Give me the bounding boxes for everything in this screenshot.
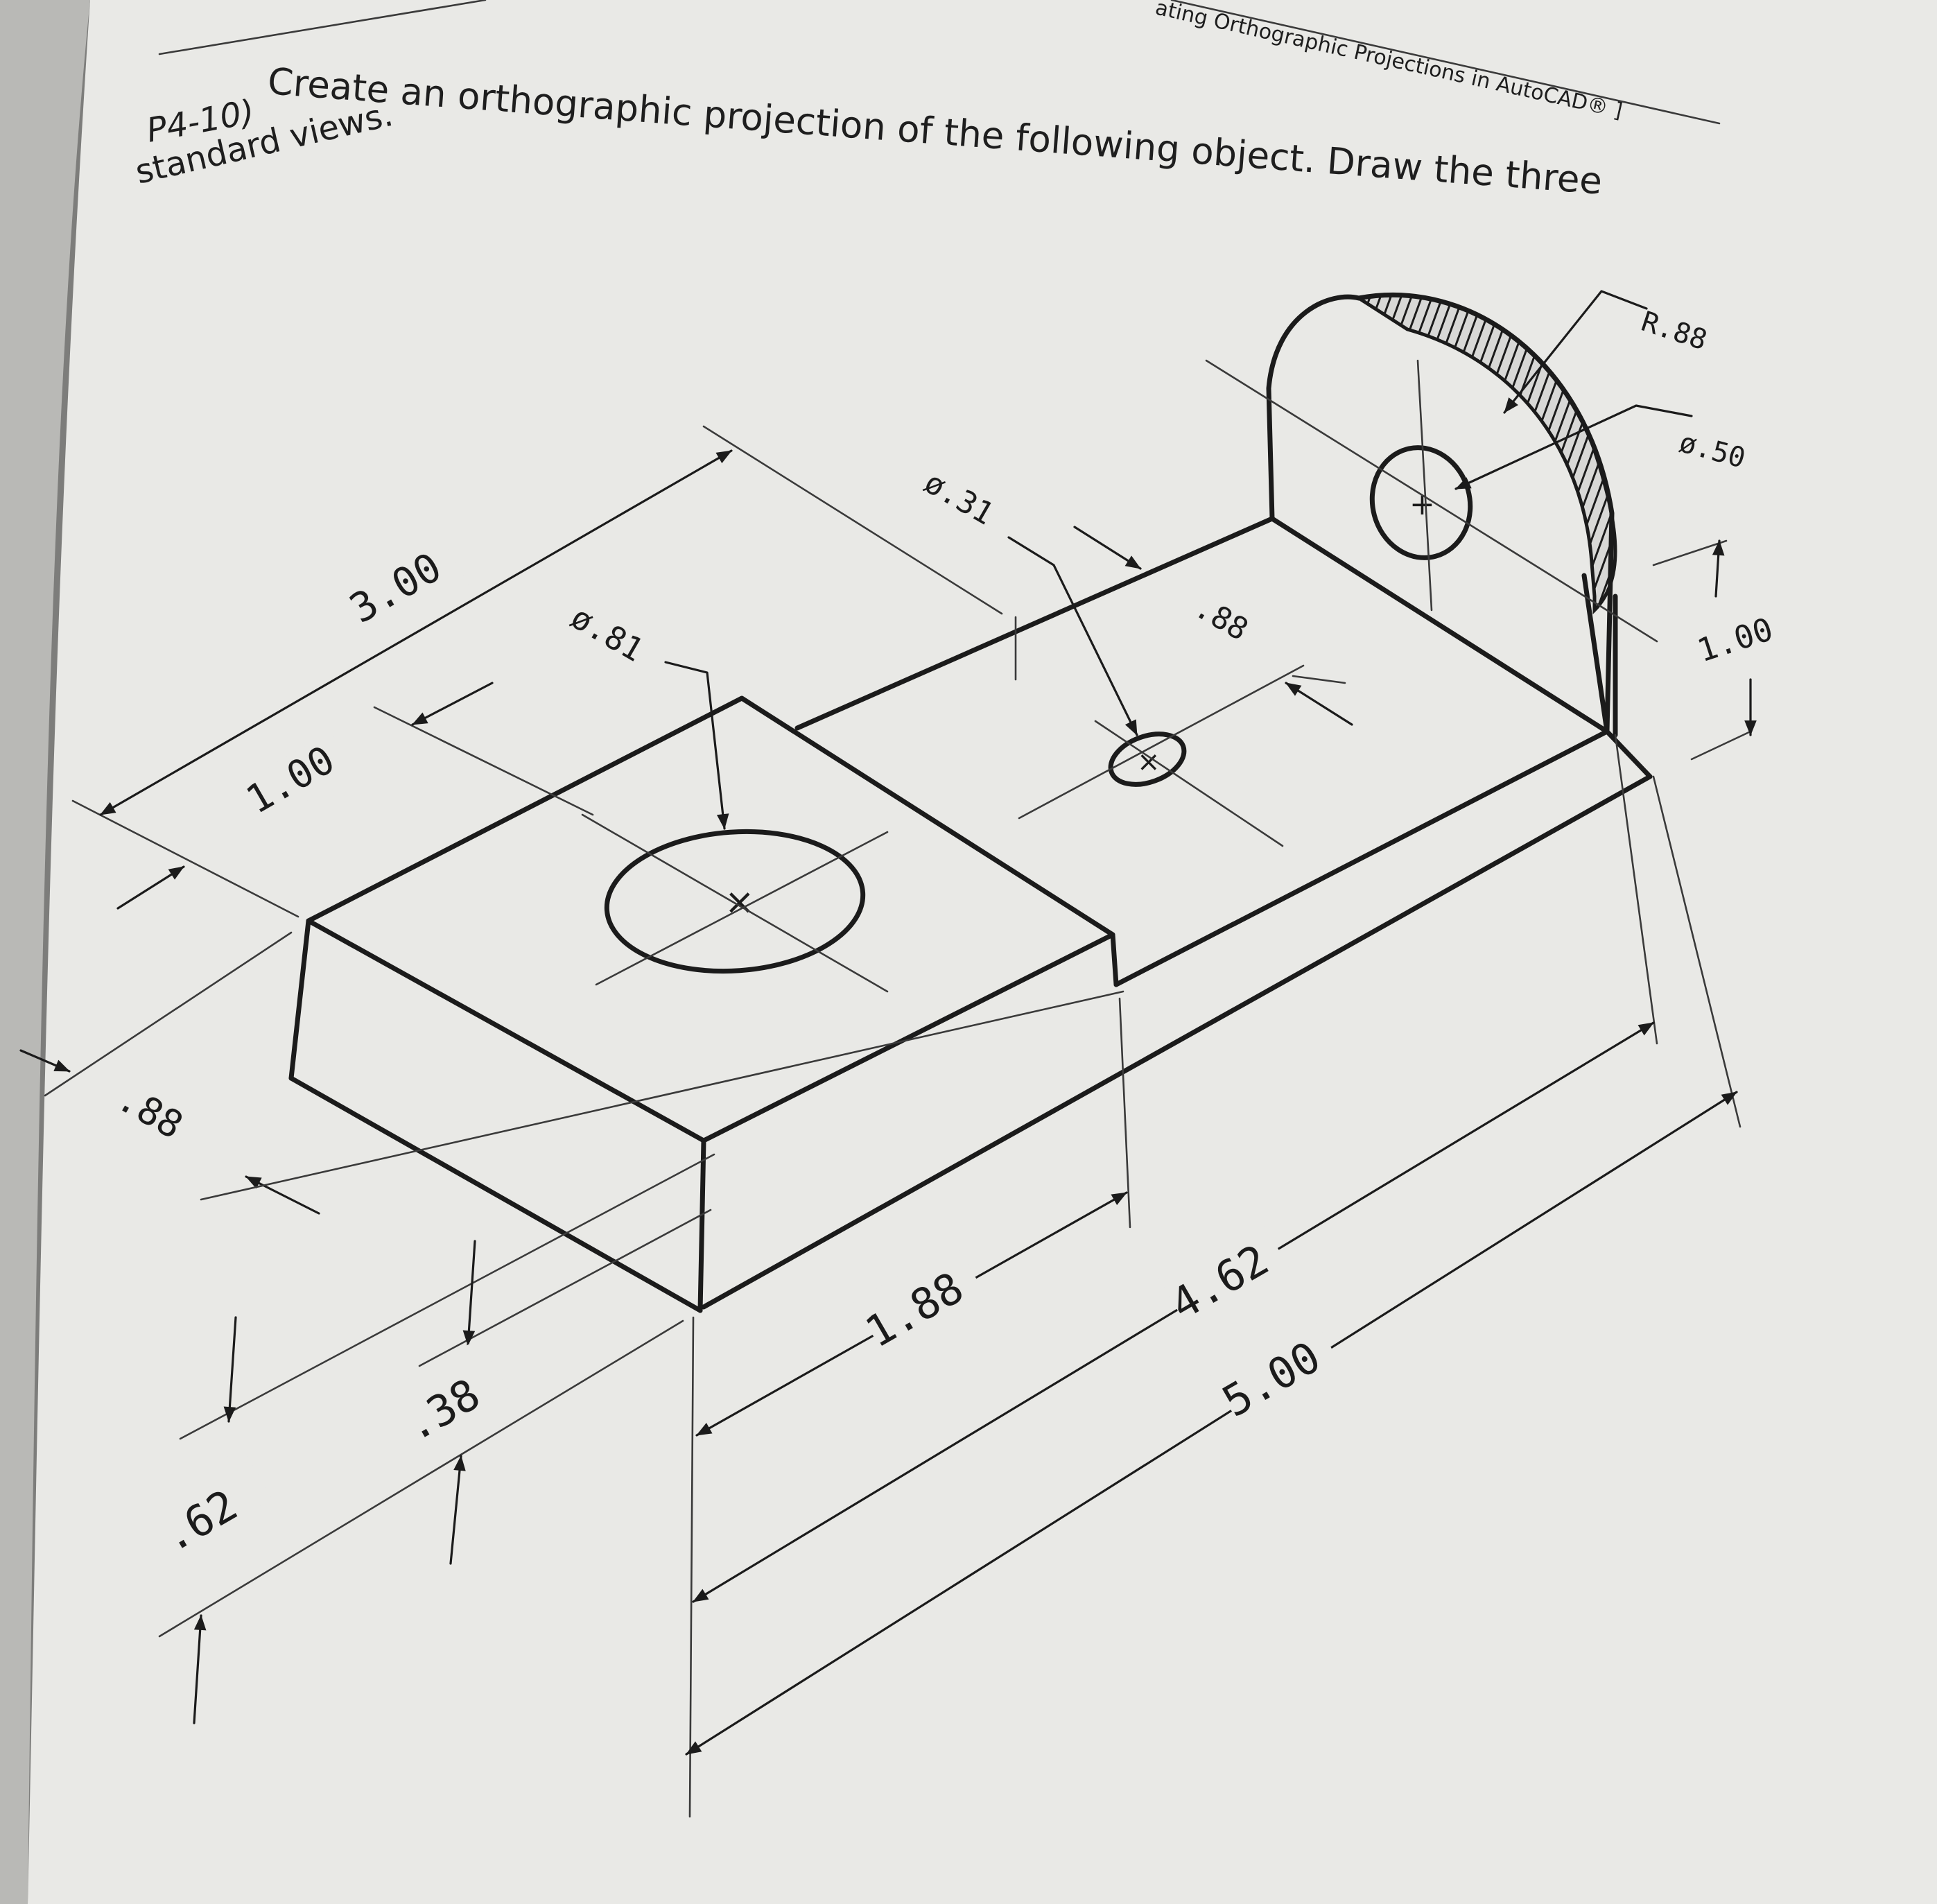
ext-line-1.00-upright-bottom (1690, 730, 1752, 761)
block-left-vertical (288, 918, 311, 1081)
block-hole-center-mark: × (724, 881, 755, 923)
dimension-lines (19, 290, 1757, 1818)
book-page (28, 0, 1937, 1904)
upright-front-edge (1581, 573, 1610, 734)
dim-line-.38-a (462, 1240, 476, 1347)
dim-line-.88-left-b (245, 1175, 320, 1215)
dim-line-5.00 (685, 1091, 1738, 1756)
upright-outline (1266, 293, 1615, 734)
page-curl-shadow (0, 0, 90, 1904)
leader-R.88 (1503, 290, 1648, 414)
dim-line-.62-b (193, 1614, 207, 1724)
base-right-top-edge (1269, 516, 1610, 734)
block-front-vertical (697, 1138, 706, 1313)
base-right-end-edge (1604, 729, 1653, 779)
header-rule-left (158, 0, 487, 55)
upright-hole-ellipse (1369, 445, 1473, 560)
header-rule-right (1170, 0, 1721, 125)
small-hole-centerline-b (1094, 720, 1284, 847)
small-hole-ellipse (1108, 732, 1187, 787)
dim-line-.88-small-b (1285, 682, 1353, 726)
ext-line-.62-top (179, 1153, 715, 1440)
leader-.50 (1454, 404, 1693, 490)
block-hole-ellipse (604, 829, 866, 974)
ext-line-3.00-left (71, 799, 299, 918)
dim-line-3.00 (99, 449, 733, 816)
dim-line-1.00-upright-a (1712, 539, 1725, 598)
upright-hole-centerline-h (1205, 359, 1658, 643)
upright-hole-center-mark: + (1409, 487, 1435, 522)
ext-line-4.62-right (1614, 734, 1658, 1045)
upright-hole-centerline-v (1416, 359, 1433, 612)
ext-line-.88-small-h (1292, 675, 1346, 684)
dim-line-1.00-b (411, 682, 494, 726)
small-hole-centerline-a (1018, 664, 1305, 820)
leader-.31 (1007, 536, 1138, 736)
leader-.81 (664, 661, 729, 830)
dim-line-.88-small-a (1073, 526, 1142, 570)
ext-line-.62-bottom (158, 1319, 684, 1638)
base-front-top-edge (1113, 729, 1610, 987)
ext-line-.88-left (44, 931, 293, 1097)
block-hole-centerline-b (595, 831, 889, 986)
block-right-vertical (1110, 932, 1119, 987)
dim-line-.88-left-a (19, 1049, 71, 1073)
block-bottom-left (288, 1075, 703, 1313)
ext-line-5.00-right (1652, 775, 1741, 1128)
isometric-object: × × + (288, 293, 1658, 1313)
dim-line-.62-a (223, 1316, 237, 1423)
block-hole-centerline-a (581, 813, 889, 993)
base-back-edge (794, 516, 1275, 731)
dim-line-.38-b (449, 1455, 466, 1565)
dim-line-1.00-a (116, 865, 185, 910)
ext-line-1.00 (373, 706, 594, 816)
ext-line-3.00-right (702, 425, 1003, 615)
